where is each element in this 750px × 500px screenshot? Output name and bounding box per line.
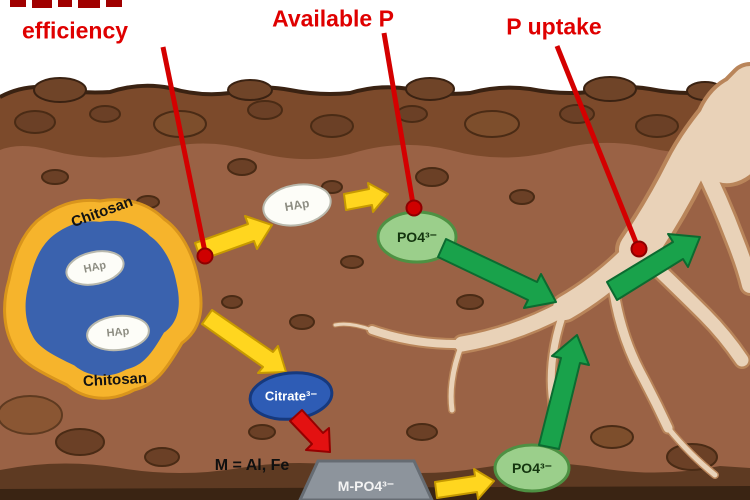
- arrow-along-root: [606, 233, 701, 301]
- hap-label: HAp: [106, 325, 130, 340]
- callout-efficiency: efficiency: [21, 17, 129, 44]
- callout-p-uptake: P uptake: [506, 13, 602, 40]
- buried-stones: [0, 100, 740, 471]
- arrow-po4-to-root: [437, 238, 557, 309]
- callout-available-p: Available P: [272, 5, 394, 32]
- arrow-po4-up-to-root: [538, 334, 590, 450]
- arrow-mpo4-to-po4: [434, 468, 495, 500]
- chitosan-label-bottom: Chitosan: [82, 369, 148, 391]
- callout-pointers: [160, 32, 648, 265]
- metal-phosphate-label: M-PO4³⁻: [337, 478, 395, 494]
- po4-bottom-ellipse: [493, 443, 571, 493]
- chitosan-hap-nanoparticle: [3, 198, 203, 400]
- green-uptake-arrows: [437, 233, 701, 450]
- soil-surface-line: [0, 83, 750, 99]
- hap-particle-ellipse: [65, 250, 125, 286]
- hap-free-ellipse: [262, 183, 332, 227]
- metal-phosphate-shape: [298, 459, 434, 500]
- arrow-hap-to-po4: [343, 182, 389, 213]
- pointer-line-p-uptake: [554, 45, 640, 246]
- pointer-line-available-p: [381, 32, 416, 205]
- metal-note-label: M = Al, Fe: [214, 457, 290, 474]
- po4-top-label: PO4³⁻: [396, 229, 438, 245]
- citrate-label: Citrate³⁻: [264, 388, 318, 404]
- pointer-line-efficiency: [160, 46, 208, 253]
- soil-top-band: [0, 85, 750, 160]
- indicator-dot: [196, 247, 214, 265]
- indicator-dot: [630, 240, 648, 258]
- indicator-dot: [405, 199, 423, 217]
- hap-particle-ellipse: [86, 314, 150, 352]
- arrow-blob-to-citrate: [201, 309, 287, 374]
- po4-bottom-label: PO4³⁻: [511, 460, 553, 476]
- clipped-text-remnant: [10, 0, 122, 8]
- arrow-citrate-to-mpo4: [289, 409, 331, 453]
